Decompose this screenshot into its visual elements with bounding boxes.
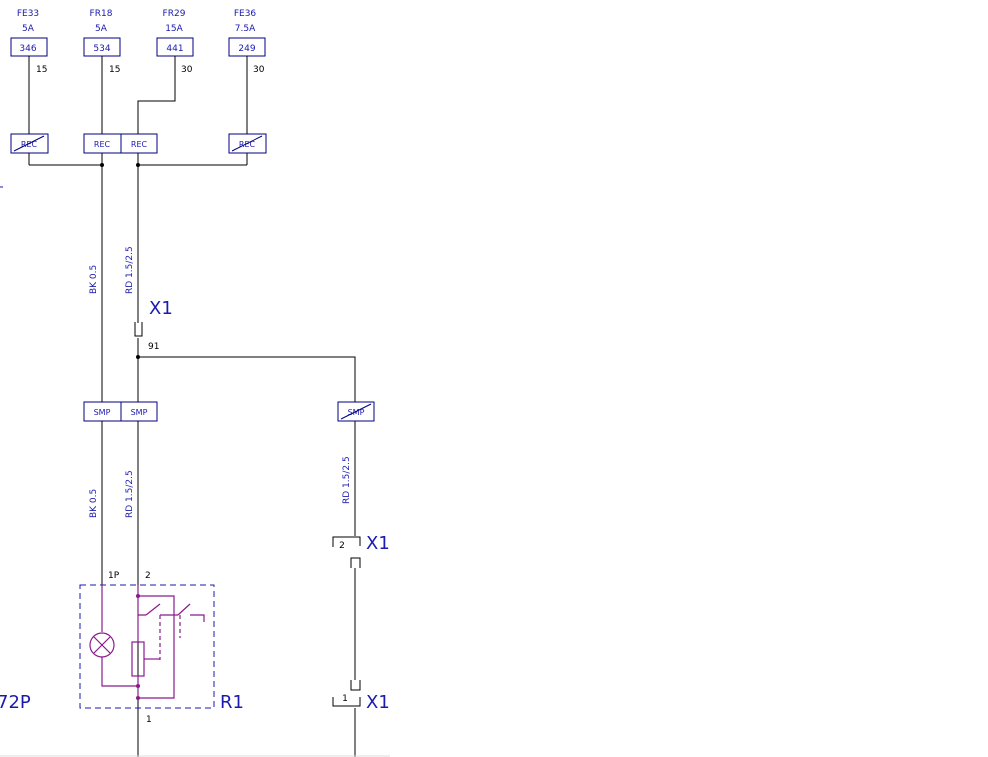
svg-text:REC: REC xyxy=(94,140,111,149)
component-outline xyxy=(79,584,215,709)
svg-text:SMP: SMP xyxy=(348,408,365,417)
svg-text:SMP: SMP xyxy=(94,408,111,417)
rec-box-3[interactable]: REC xyxy=(120,133,158,154)
fuse-wires xyxy=(28,56,248,134)
fuse-fe33[interactable]: FE33 5A 346 15 xyxy=(10,9,48,75)
svg-text:REC: REC xyxy=(239,140,256,149)
connector-x1-top[interactable]: X1 91 xyxy=(134,298,173,352)
connector-pin: 1 xyxy=(342,694,348,704)
fuse-name: FR18 xyxy=(90,9,113,19)
svg-text:SMP: SMP xyxy=(131,408,148,417)
rec-box-1[interactable]: REC xyxy=(10,133,49,154)
fuse-pin: 15 xyxy=(36,65,47,75)
fuse-fr29[interactable]: FR29 15A 441 30 xyxy=(156,9,194,75)
smp-box-1[interactable]: SMP xyxy=(83,401,122,422)
connector-pin: 2 xyxy=(339,541,345,551)
main-wires xyxy=(101,153,356,757)
fuse-rating: 5A xyxy=(22,24,35,34)
component-pin-bottom: 1 xyxy=(146,715,152,725)
connector-x1-right-lower[interactable]: 1 X1 xyxy=(332,680,390,713)
connector-name: X1 xyxy=(366,692,390,713)
fuse-fr18[interactable]: FR18 5A 534 15 xyxy=(83,9,121,75)
fuse-name: FE33 xyxy=(17,9,39,19)
fuse-code: 534 xyxy=(93,44,110,54)
component-pin-right: 2 xyxy=(145,571,151,581)
fuse-code: 346 xyxy=(19,44,36,54)
component-r1[interactable]: 1P 2 1 R1 xyxy=(79,571,244,725)
rec-bus xyxy=(0,153,248,188)
wire-label-rd-upper: RD 1.5/2.5 xyxy=(125,246,135,294)
connector-pin: 91 xyxy=(148,342,159,352)
lamp-icon xyxy=(89,585,138,687)
fuse-rating: 5A xyxy=(95,24,108,34)
edge-label: 72P xyxy=(0,692,31,713)
fuse-pin: 30 xyxy=(253,65,265,75)
rec-box-2[interactable]: REC xyxy=(83,133,122,154)
fuse-rating: 7.5A xyxy=(235,24,256,34)
rec-box-4[interactable]: REC xyxy=(228,133,267,154)
fuse-name: FR29 xyxy=(163,9,186,19)
fuse-name: FE36 xyxy=(234,9,257,19)
smp-box-2[interactable]: SMP xyxy=(120,401,158,422)
connector-x1-right-upper[interactable]: 2 X1 xyxy=(332,533,390,568)
wire-label-bk-upper: BK 0.5 xyxy=(89,265,99,294)
component-name: R1 xyxy=(220,692,244,713)
fuse-pin: 30 xyxy=(181,65,193,75)
svg-text:REC: REC xyxy=(21,140,38,149)
wire-label-rd-right: RD 1.5/2.5 xyxy=(342,456,352,504)
switch-icon xyxy=(137,585,205,660)
smp-box-3[interactable]: SMP xyxy=(337,401,375,422)
fuse-code: 249 xyxy=(238,44,255,54)
wire-label-rd-lower: RD 1.5/2.5 xyxy=(125,470,135,518)
connector-name: X1 xyxy=(149,298,173,319)
component-pin-left: 1P xyxy=(108,571,120,581)
fuse-code: 441 xyxy=(166,44,183,54)
connector-name: X1 xyxy=(366,533,390,554)
wire-label-bk-lower: BK 0.5 xyxy=(89,489,99,518)
fuse-rating: 15A xyxy=(165,24,183,34)
fuse-pin: 15 xyxy=(109,65,120,75)
svg-text:REC: REC xyxy=(131,140,148,149)
